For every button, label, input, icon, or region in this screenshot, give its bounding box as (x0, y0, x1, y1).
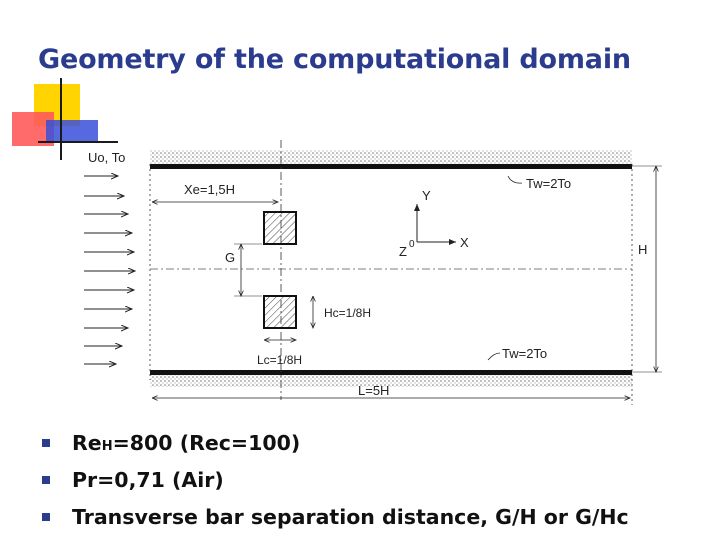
axis-x-label: X (460, 235, 469, 250)
top-wall (150, 164, 632, 169)
reynolds-prefix: Re (72, 430, 102, 455)
top-wall-insulation (150, 150, 632, 164)
domain-length-label: L=5H (358, 383, 389, 398)
bottom-wall-insulation (150, 375, 632, 387)
decor-blue-square (46, 120, 98, 142)
axis-z-label: Z (399, 244, 407, 259)
bullet-square-icon (42, 475, 50, 484)
entry-length-label: Xe=1,5H (184, 182, 235, 197)
bottom-wall-leader (487, 352, 501, 361)
channel-height-label: H (638, 242, 647, 257)
inlet-velocity-arrows (84, 176, 135, 364)
bullet-item-reynolds: ReH=800 (Rec=100) (42, 424, 629, 461)
gap-label: G (225, 250, 235, 265)
axis-y-label: Y (422, 188, 431, 203)
coordinate-axes (414, 204, 456, 245)
slide-title: Geometry of the computational domain (38, 44, 631, 75)
bullet-list: ReH=800 (Rec=100) Pr=0,71 (Air) Transver… (42, 424, 629, 535)
separation-text: Transverse bar separation distance, G/H … (72, 504, 629, 529)
top-wall-leader (507, 175, 523, 184)
bullet-square-icon (42, 438, 50, 447)
bottom-wall-temperature: Tw=2To (502, 346, 547, 361)
prandtl-text: Pr=0,71 (Air) (72, 467, 224, 492)
upper-bar (263, 211, 297, 245)
lower-bar (263, 295, 297, 329)
inlet-condition-label: Uo, To (88, 150, 125, 165)
decor-vertical-line (60, 78, 62, 160)
bottom-wall (150, 370, 632, 375)
reynolds-value: =800 (Rec=100) (112, 430, 301, 455)
origin-label: 0 (409, 239, 415, 250)
bullet-item-prandtl: Pr=0,71 (Air) (42, 461, 629, 498)
decor-horizontal-line (38, 141, 118, 143)
bar-height-label: Hc=1/8H (324, 306, 371, 320)
bullet-square-icon (42, 512, 50, 521)
top-wall-temperature: Tw=2To (526, 176, 571, 191)
bar-length-label: Lc=1/8H (257, 353, 302, 367)
reynolds-subscript: H (101, 438, 113, 454)
bullet-item-separation: Transverse bar separation distance, G/H … (42, 498, 629, 535)
